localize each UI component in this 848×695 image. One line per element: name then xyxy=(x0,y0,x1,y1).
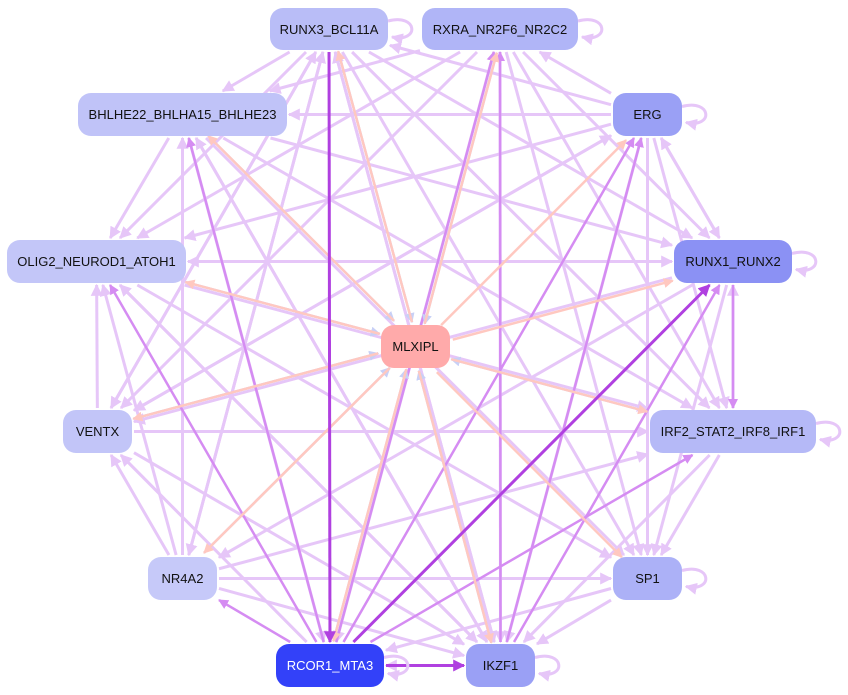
edge-mlxipl-to-olig2_neurod1_atoh1 xyxy=(184,279,381,336)
edge-runx1_runx2-to-nr4a2 xyxy=(217,283,693,559)
node-nr4a2[interactable]: NR4A2 xyxy=(148,557,217,600)
node-irf2-stat2-irf8-irf1[interactable]: IRF2_STAT2_IRF8_IRF1 xyxy=(650,410,816,453)
node-label: RXRA_NR2F6_NR2C2 xyxy=(432,21,568,37)
node-label: RCOR1_MTA3 xyxy=(286,658,374,673)
node-label: RUNX3_BCL11A xyxy=(279,21,379,37)
edge-sp1-to-rcor1_mta3 xyxy=(384,587,612,654)
self-loop-rcor1_mta3 xyxy=(383,654,410,682)
node-label: RUNX1_RUNX2 xyxy=(685,254,781,269)
edge-mlxipl-to-runx1_runx2 xyxy=(452,278,674,341)
self-loop-ikzf1 xyxy=(534,654,561,682)
edge-ikzf1-to-erg xyxy=(505,137,644,643)
edge-nr4a2-to-runx3_bcl11a xyxy=(187,50,326,556)
edge-rxra_nr2f6_nr2c2-to-runx1_runx2 xyxy=(521,50,711,240)
edge-mlxipl-to-ventx xyxy=(132,352,379,422)
self-loop-runx3_bcl11a xyxy=(387,18,414,46)
edge-erg-to-rxra_nr2f6_nr2c2 xyxy=(538,50,612,95)
node-label: SP1 xyxy=(635,571,660,586)
edge-mlxipl-to-rxra_nr2f6_nr2c2 xyxy=(423,51,500,325)
edge-bhlhe22_bhlha15_bhlhe23-to-olig2_neurod1_atoh1 xyxy=(108,137,171,240)
edge-nr4a2-to-irf2_stat2_irf8_irf1 xyxy=(218,451,650,571)
edge-ikzf1-to-runx1_runx2 xyxy=(512,284,721,643)
edge-mlxipl-to-erg xyxy=(440,139,628,327)
edge-mlxipl-to-ikzf1 xyxy=(417,370,494,644)
edge-ventx-to-olig2_neurod1_atoh1 xyxy=(90,283,103,409)
edge-rcor1_mta3-to-bhlhe22_bhlha15_bhlhe23 xyxy=(186,137,325,643)
edge-mlxipl-to-irf2_stat2_irf8_irf1 xyxy=(450,357,649,415)
self-loop-sp1 xyxy=(681,567,708,595)
node-sp1[interactable]: SP1 xyxy=(613,557,682,600)
edge-olig2_neurod1_atoh1-to-sp1 xyxy=(136,283,613,559)
self-loop-erg xyxy=(681,103,708,131)
edge-rcor1_mta3-to-runx1_runx2 xyxy=(352,283,711,644)
node-ikzf1[interactable]: IKZF1 xyxy=(466,644,535,687)
edge-mlxipl-to-bhlhe22_bhlha15_bhlhe23 xyxy=(207,134,395,322)
node-label: BHLHE22_BHLHA15_BHLHE23 xyxy=(88,107,277,122)
edge-rcor1_mta3-to-olig2_neurod1_atoh1 xyxy=(109,284,318,643)
edge-runx3_bcl11a-to-irf2_stat2_irf8_irf1 xyxy=(351,50,711,410)
node-rxra-nr2f6-nr2c2[interactable]: RXRA_NR2F6_NR2C2 xyxy=(422,8,578,50)
self-loop-runx1_runx2 xyxy=(791,250,818,278)
edge-mlxipl-to-nr4a2 xyxy=(203,366,391,554)
node-label: VENTX xyxy=(75,424,120,439)
node-runx1-runx2[interactable]: RUNX1_RUNX2 xyxy=(674,240,792,283)
edge-runx1_runx2-to-erg xyxy=(659,136,721,239)
edge-sp1-to-ikzf1 xyxy=(535,598,612,646)
edge-ikzf1-to-olig2_neurod1_atoh1 xyxy=(118,283,479,644)
node-label: OLIG2_NEUROD1_ATOH1 xyxy=(17,254,176,269)
edge-erg-to-olig2_neurod1_atoh1 xyxy=(183,122,612,242)
node-label: NR4A2 xyxy=(161,571,204,586)
self-loop-rxra_nr2f6_nr2c2 xyxy=(577,18,604,46)
node-ventx[interactable]: VENTX xyxy=(63,410,132,453)
edge-bhlhe22_bhlha15_bhlhe23-to-irf2_stat2_irf8_irf1 xyxy=(222,136,694,410)
edge-mlxipl-to-runx3_bcl11a xyxy=(335,50,414,323)
node-runx3-bcl11a[interactable]: RUNX3_BCL11A xyxy=(270,8,388,50)
edge-rcor1_mta3-to-ventx xyxy=(119,453,308,644)
node-mlxipl[interactable]: MLXIPL xyxy=(381,325,450,368)
node-label: ERG xyxy=(633,107,662,122)
node-label: MLXIPL xyxy=(392,339,439,354)
edge-nr4a2-to-ventx xyxy=(109,453,171,556)
edge-ventx-to-erg xyxy=(133,134,613,412)
self-loop-irf2_stat2_irf8_irf1 xyxy=(815,420,842,448)
node-label: IRF2_STAT2_IRF8_IRF1 xyxy=(660,424,806,439)
node-olig2-neurod1-atoh1[interactable]: OLIG2_NEUROD1_ATOH1 xyxy=(7,240,186,283)
edge-runx3_bcl11a-to-rcor1_mta3 xyxy=(323,51,336,644)
node-rcor1-mta3[interactable]: RCOR1_MTA3 xyxy=(276,644,384,687)
edge-mlxipl-to-rcor1_mta3 xyxy=(330,368,408,643)
edge-runx3_bcl11a-to-bhlhe22_bhlha15_bhlhe23 xyxy=(221,50,291,93)
node-label: IKZF1 xyxy=(482,658,519,673)
edge-rcor1_mta3-to-erg xyxy=(342,137,636,643)
edge-irf2_stat2_irf8_irf1-to-sp1 xyxy=(659,454,721,557)
edge-bhlhe22_bhlha15_bhlhe23-to-runx1_runx2 xyxy=(270,136,674,249)
edge-rcor1_mta3-to-nr4a2 xyxy=(218,598,291,644)
edge-rxra_nr2f6_nr2c2-to-bhlhe22_bhlha15_bhlhe23 xyxy=(268,49,421,94)
node-bhlhe22-bhlha15-bhlhe23[interactable]: BHLHE22_BHLHA15_BHLHE23 xyxy=(78,93,287,136)
node-erg[interactable]: ERG xyxy=(613,93,682,136)
